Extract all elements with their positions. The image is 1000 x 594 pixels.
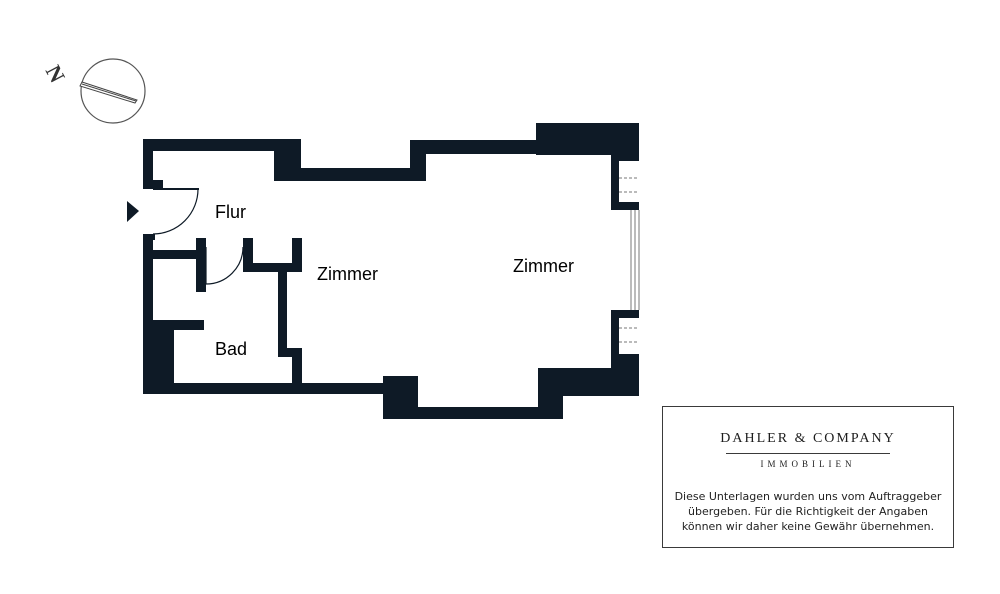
bath-door-swing <box>205 246 244 285</box>
wall-bottom-middle <box>383 407 563 419</box>
room-label-zimmer-large: Zimmer <box>513 256 574 276</box>
room-label-zimmer-small: Zimmer <box>317 264 378 284</box>
wall-bottom-pillar <box>383 376 418 419</box>
wall-door-jamb-top <box>143 180 163 189</box>
wall-niche-bottom <box>243 263 302 272</box>
wall-right-upper-inner <box>611 161 619 209</box>
room-label-bad: Bad <box>215 339 247 359</box>
wall-right-upper-base <box>611 202 639 210</box>
disclaimer-line-2: übergeben. Für die Richtigkeit der Angab… <box>688 505 928 518</box>
wall-left-lower <box>143 234 153 394</box>
compass: N <box>41 58 146 124</box>
wall-bottom-left <box>143 383 403 394</box>
entrance-door-swing <box>152 188 199 235</box>
room-label-flur: Flur <box>215 202 246 222</box>
brand-subtitle: IMMOBILIEN <box>760 459 856 469</box>
disclaimer-line-1: Diese Unterlagen wurden uns vom Auftragg… <box>674 490 942 503</box>
info-box: DAHLER & COMPANY IMMOBILIEN Diese Unterl… <box>662 406 954 548</box>
brand-name: DAHLER & COMPANY <box>720 431 896 446</box>
wall-niche-left <box>243 238 253 272</box>
wall-right-lower-top <box>611 310 639 318</box>
wall-bath-top <box>143 250 203 259</box>
wall-top-middle <box>274 168 425 181</box>
wall-partition <box>278 263 287 355</box>
entrance-arrow-icon <box>127 201 139 222</box>
disclaimer-line-3: können wir daher keine Gewähr übernehmen… <box>681 520 935 533</box>
walls <box>143 123 639 419</box>
wall-left-upper <box>143 139 153 189</box>
window-right <box>619 177 640 343</box>
compass-circle <box>80 58 146 124</box>
entrance-door <box>127 188 199 235</box>
bath-door <box>205 246 244 285</box>
wall-top-right <box>410 140 570 154</box>
wall-top-left <box>143 139 301 151</box>
brand-divider <box>726 453 890 454</box>
disclaimer-text: Diese Unterlagen wurden uns vom Auftragg… <box>671 489 945 534</box>
wall-left-bath-thick <box>143 320 174 394</box>
north-arrow-line <box>81 83 137 102</box>
compass-north-letter: N <box>41 61 71 87</box>
wall-bath-top-stub <box>196 238 206 292</box>
wall-niche-right <box>292 238 302 272</box>
wall-partition-lower <box>292 348 302 390</box>
wall-bath-middle <box>153 320 204 330</box>
wall-door-jamb-bottom <box>143 234 155 240</box>
wall-right-upper <box>611 123 639 161</box>
wall-partition-step <box>278 348 302 357</box>
wall-right-lower-inner <box>611 310 619 370</box>
